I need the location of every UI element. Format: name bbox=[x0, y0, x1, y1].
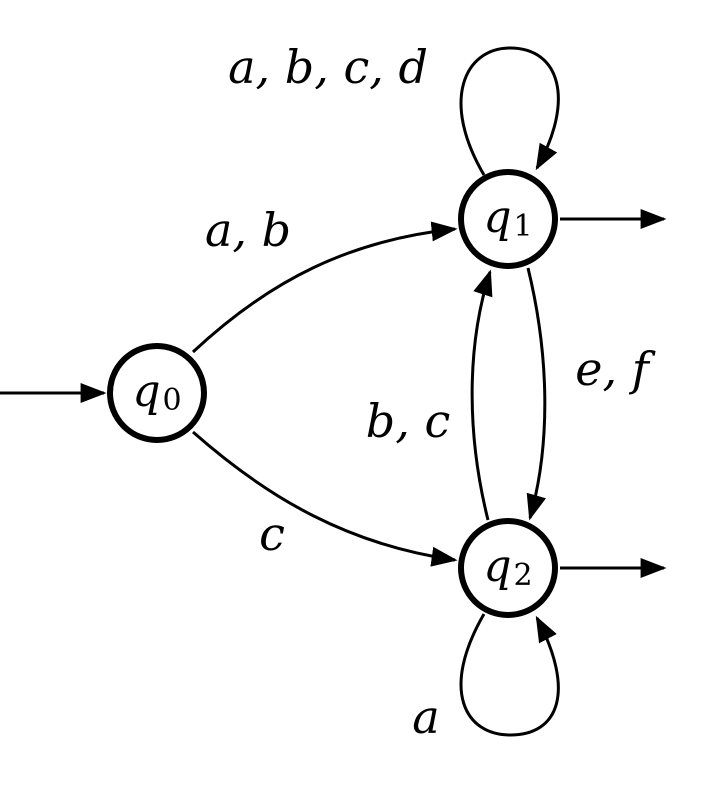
state-q2: q2 bbox=[458, 518, 558, 618]
edge-q1-loop bbox=[459, 46, 560, 176]
state-q0-circle bbox=[107, 343, 207, 443]
label-q1-loop: a, b, c, d bbox=[228, 40, 428, 94]
label-q2-loop: a bbox=[412, 690, 439, 744]
state-q2-label: q2 bbox=[483, 541, 532, 593]
edge-q2-loop bbox=[459, 613, 560, 737]
label-q0-q1: a, b bbox=[205, 203, 291, 257]
edge-q0-q2 bbox=[192, 430, 458, 567]
state-q1: q1 bbox=[458, 169, 558, 269]
state-q2-circle bbox=[458, 518, 558, 618]
label-q2-q1: b, c bbox=[366, 394, 450, 448]
edge-q1-q2 bbox=[526, 267, 547, 521]
state-q0: q0 bbox=[107, 343, 207, 443]
state-q1-label: q1 bbox=[483, 192, 532, 244]
edge-q2-q1 bbox=[470, 269, 493, 521]
label-q0-q2: c bbox=[259, 507, 285, 561]
state-q0-label: q0 bbox=[132, 366, 181, 418]
edge-q0-q1 bbox=[191, 221, 458, 354]
state-q1-circle bbox=[458, 169, 558, 269]
edge-labels: a, b c a, b, c, d e, f b, c a bbox=[205, 40, 656, 744]
label-q1-q2: e, f bbox=[575, 342, 655, 396]
edges bbox=[0, 46, 667, 737]
